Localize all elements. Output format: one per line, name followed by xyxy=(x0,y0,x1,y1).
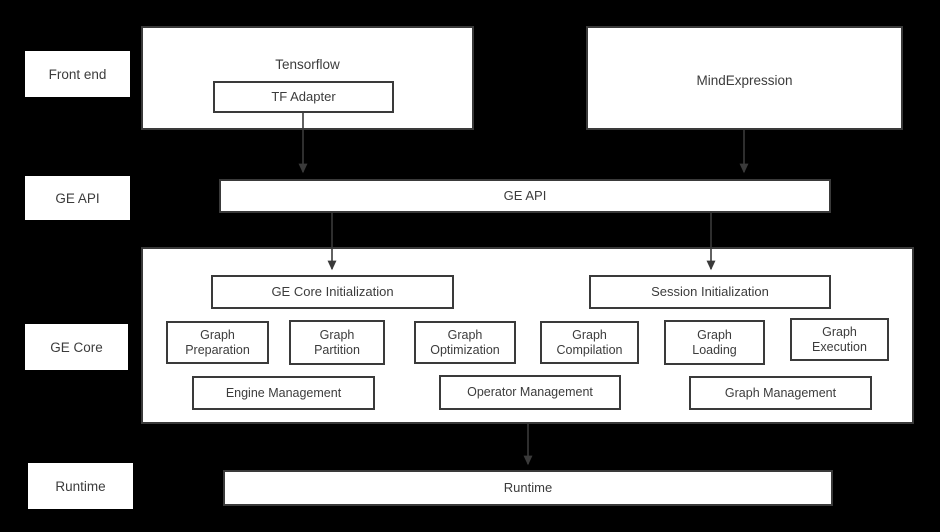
graph-execution-box[interactable]: Graph Execution xyxy=(790,318,889,361)
lane-label-front-end: Front end xyxy=(25,51,130,97)
graph-management-box[interactable]: Graph Management xyxy=(689,376,872,410)
tf-adapter-box[interactable]: TF Adapter xyxy=(213,81,394,113)
runtime-box[interactable]: Runtime xyxy=(223,470,833,506)
engine-management-box[interactable]: Engine Management xyxy=(192,376,375,410)
mindexpression-box[interactable]: MindExpression xyxy=(586,26,903,130)
graph-compilation-box[interactable]: Graph Compilation xyxy=(540,321,639,364)
ge-core-initialization-box[interactable]: GE Core Initialization xyxy=(211,275,454,309)
lane-label-runtime: Runtime xyxy=(28,463,133,509)
lane-label-ge-core: GE Core xyxy=(25,324,128,370)
lane-label-ge-api: GE API xyxy=(25,176,130,220)
operator-management-box[interactable]: Operator Management xyxy=(439,375,621,410)
tensorflow-box[interactable]: Tensorflow xyxy=(141,26,474,130)
session-initialization-box[interactable]: Session Initialization xyxy=(589,275,831,309)
graph-preparation-box[interactable]: Graph Preparation xyxy=(166,321,269,364)
graph-optimization-box[interactable]: Graph Optimization xyxy=(414,321,516,364)
graph-partition-box[interactable]: Graph Partition xyxy=(289,320,385,365)
graph-loading-box[interactable]: Graph Loading xyxy=(664,320,765,365)
ge-api-box[interactable]: GE API xyxy=(219,179,831,213)
